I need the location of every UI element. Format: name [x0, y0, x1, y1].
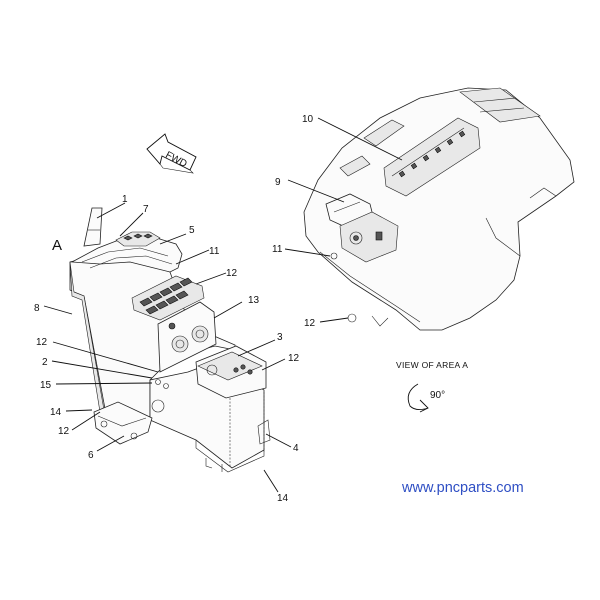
- view-title: VIEW OF AREA A: [396, 360, 468, 370]
- rotation-label: 90°: [430, 390, 445, 401]
- callout-11: 11: [209, 246, 220, 257]
- callout-2: 2: [42, 357, 48, 368]
- callout-4: 4: [293, 443, 299, 454]
- callout-12: 12: [226, 268, 238, 279]
- callout-11: 11: [272, 244, 283, 255]
- switch-bank-icon: [139, 277, 193, 315]
- callout-6: 6: [88, 450, 94, 461]
- callout-12: 12: [288, 353, 300, 364]
- fwd-arrow-icon: FWD: [146, 133, 197, 174]
- callout-14: 14: [277, 493, 289, 504]
- view-letter-a: A: [52, 237, 62, 254]
- callout-labels: 1 7 5 11 12 13 3 12 4 14 6 12 14 15 2 12…: [34, 114, 316, 504]
- fwd-label: FWD: [163, 150, 188, 170]
- leader-lines: [43, 117, 403, 493]
- callout-12: 12: [36, 337, 48, 348]
- callout-13: 13: [248, 295, 260, 306]
- rotate-arrow-icon: [407, 383, 429, 413]
- callout-10: 10: [302, 114, 314, 125]
- callout-3: 3: [277, 332, 283, 343]
- console-assembly-left: [69, 207, 271, 473]
- callout-12: 12: [304, 318, 316, 329]
- gear-marks-icon: [398, 130, 466, 178]
- callout-12: 12: [58, 426, 70, 437]
- callout-1: 1: [122, 194, 128, 205]
- callout-15: 15: [40, 380, 52, 391]
- callout-9: 9: [275, 177, 281, 188]
- callout-14: 14: [50, 407, 62, 418]
- callout-7: 7: [143, 204, 149, 215]
- callout-5: 5: [189, 225, 195, 236]
- detail-view-area-a: [303, 87, 575, 331]
- knob-icon: [168, 322, 209, 353]
- callout-8: 8: [34, 303, 40, 314]
- website-link[interactable]: www.pncparts.com: [401, 480, 524, 496]
